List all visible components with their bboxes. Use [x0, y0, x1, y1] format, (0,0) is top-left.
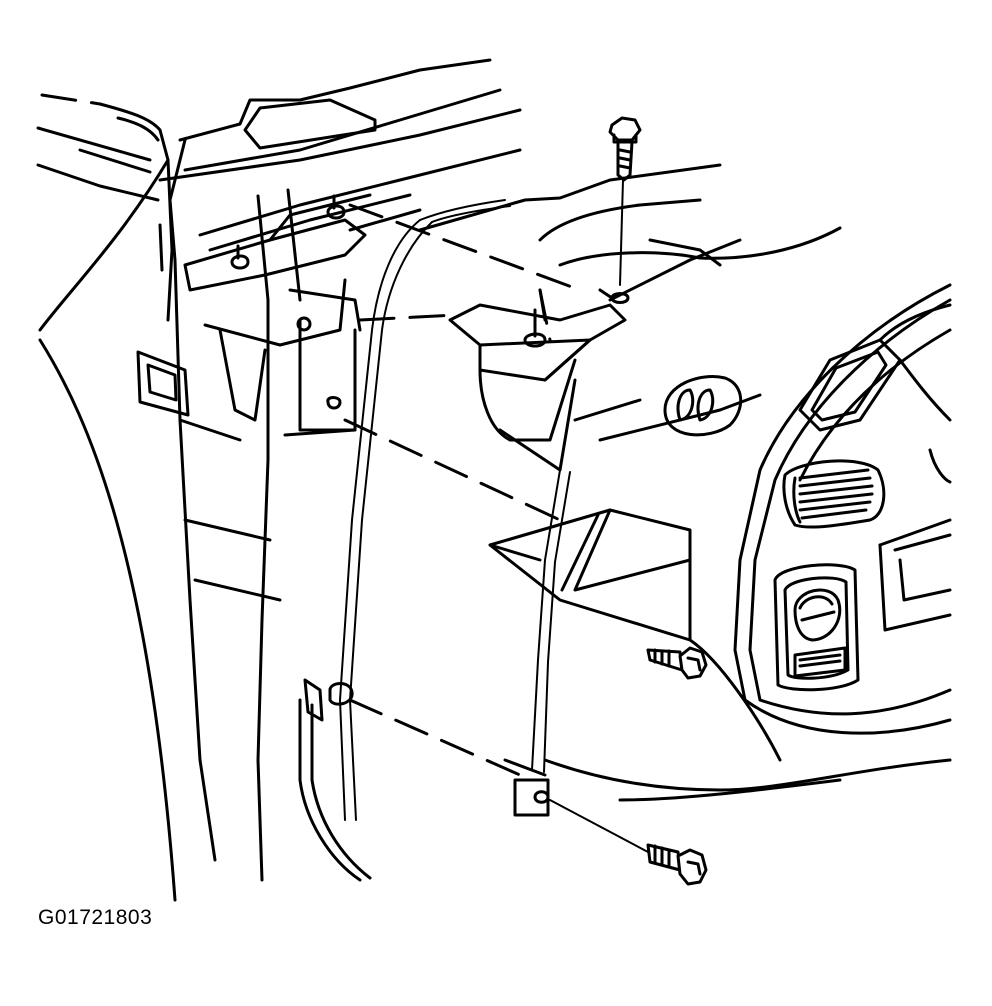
vent-louver — [663, 375, 743, 437]
cowl-panel — [158, 58, 842, 302]
control-knob — [773, 563, 860, 692]
mounting-bolt-top — [608, 116, 642, 286]
mounting-bolt-bottom — [549, 799, 708, 886]
vertical-support-rod — [339, 199, 571, 821]
lower-mounting-bracket — [488, 508, 692, 817]
instrument-panel — [543, 283, 952, 802]
figure-id-label: G01721803 — [38, 906, 153, 929]
alignment-guides — [343, 203, 614, 777]
upper-mounting-bracket-right — [448, 288, 630, 472]
lower-clip — [298, 678, 372, 882]
a-pillar-trim — [36, 93, 302, 902]
air-vent — [782, 459, 886, 529]
mounting-bolt-middle — [646, 646, 708, 680]
upper-mounting-bracket-left — [183, 193, 372, 437]
